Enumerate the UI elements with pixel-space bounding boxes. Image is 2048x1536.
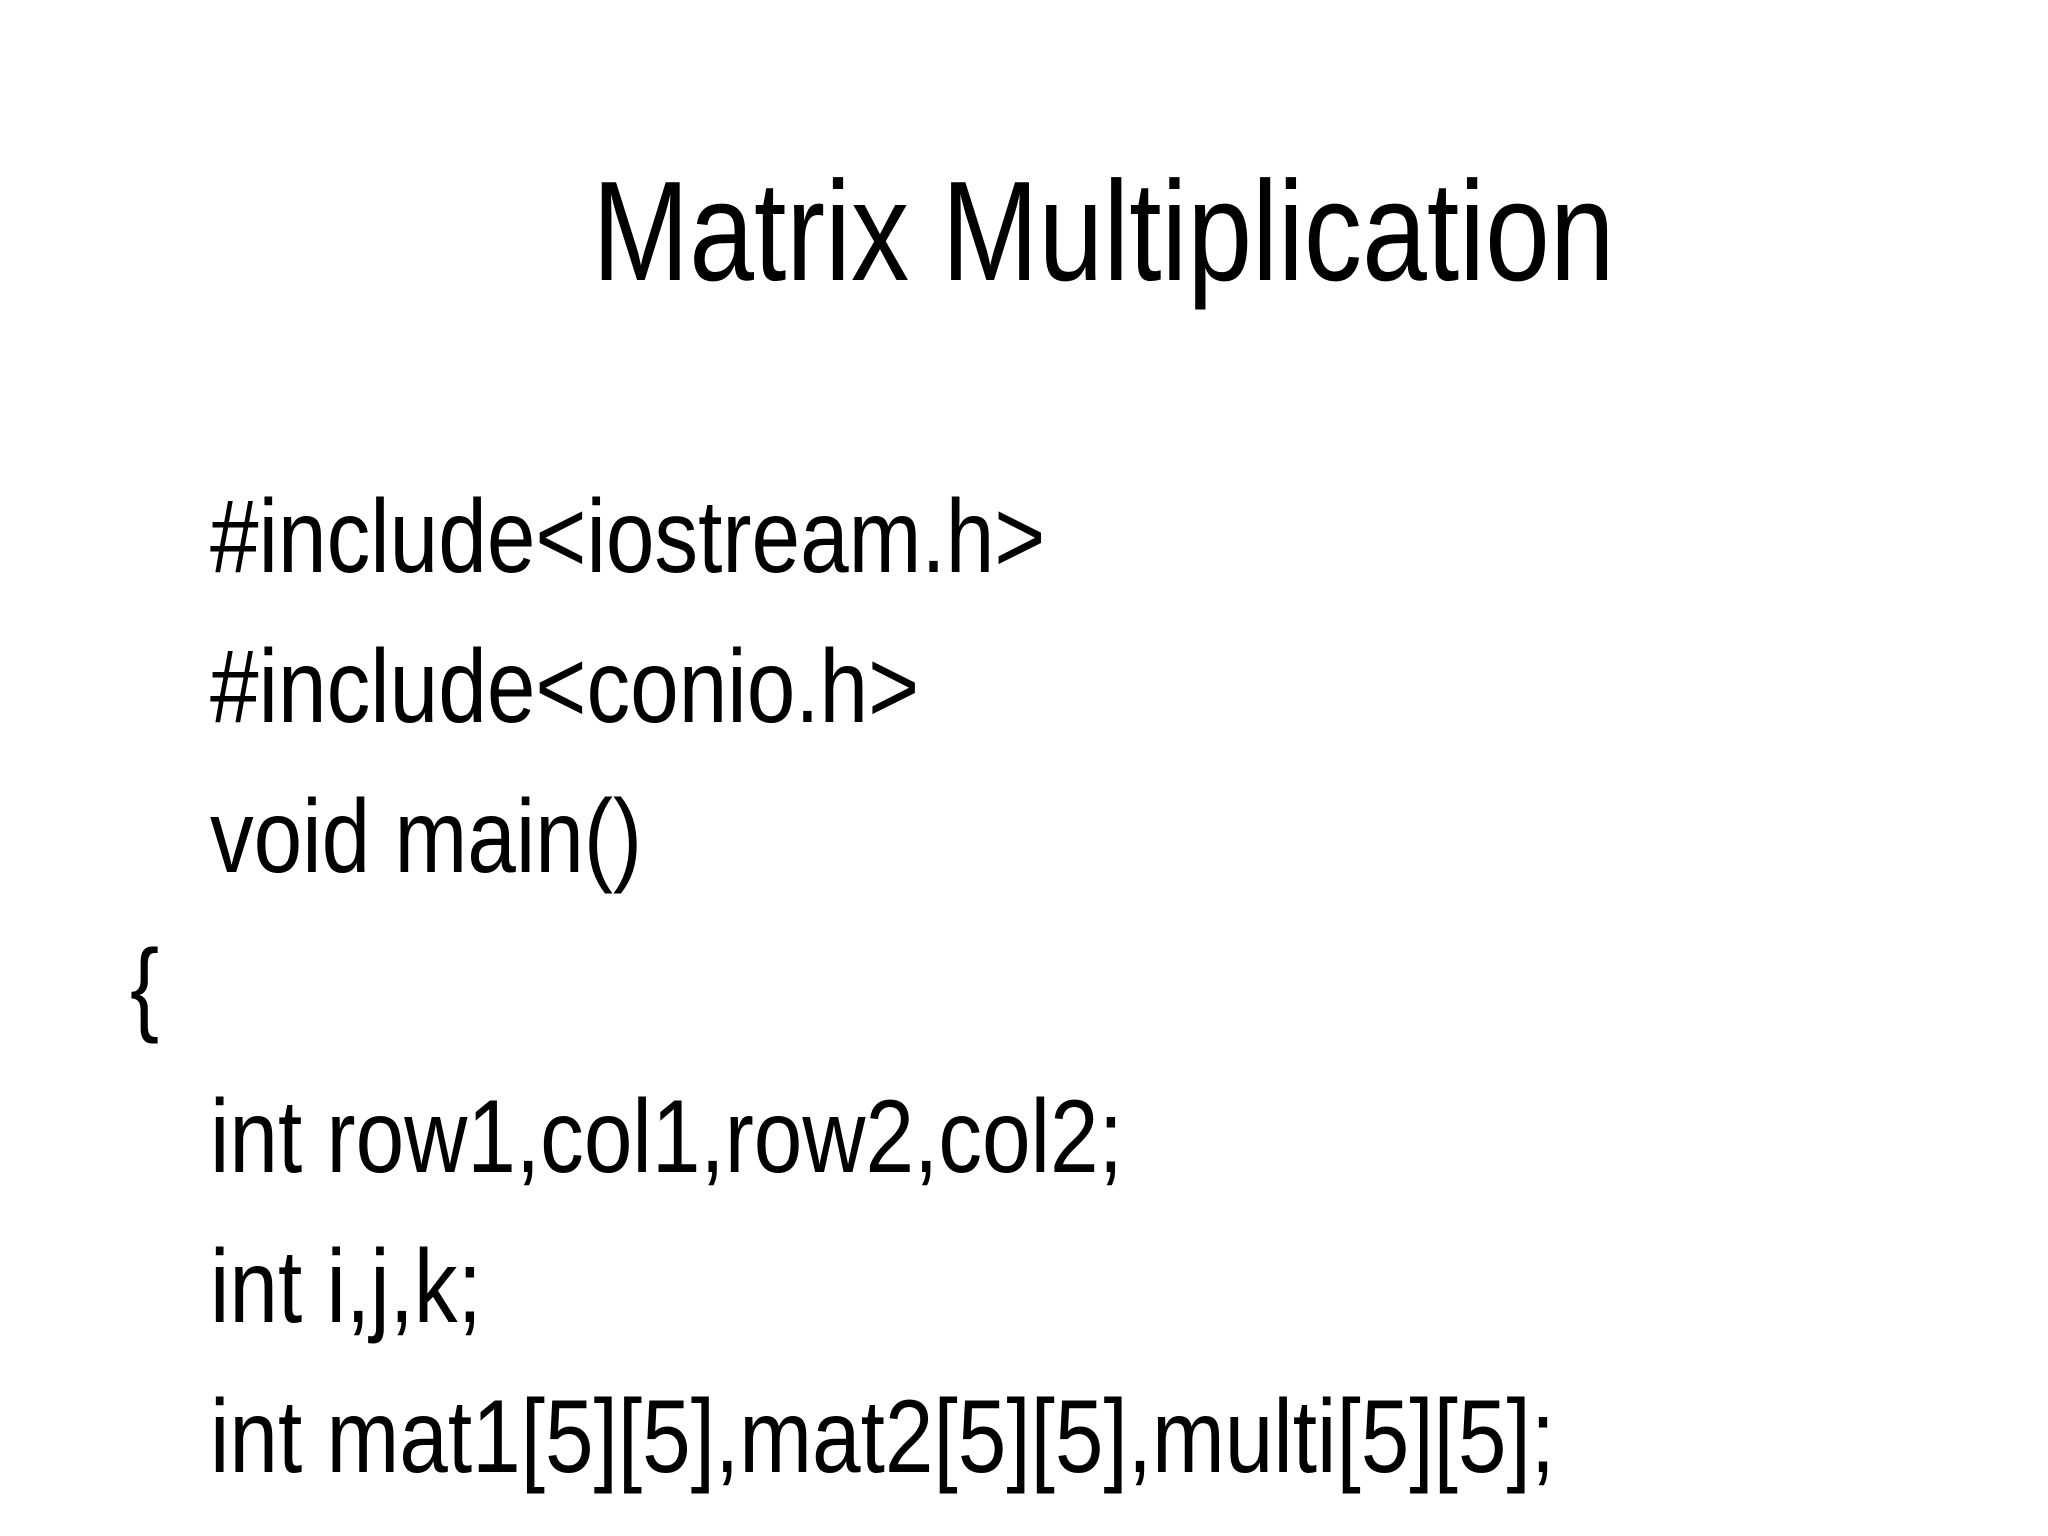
page-title-text: Matrix Multiplication (591, 152, 1615, 311)
code-line: #include<conio.h> (210, 629, 920, 745)
code-line: void main() (210, 779, 643, 895)
code-line: #include<iostream.h> (210, 479, 1046, 595)
code-line: clrscr(); (0, 1512, 2048, 1536)
code-line: { (130, 929, 160, 1045)
code-block: #include<iostream.h> #include<conio.h> v… (0, 462, 2048, 1536)
code-line: int row1,col1,row2,col2; (210, 1079, 1123, 1195)
page-title: Matrix Multiplication (0, 22, 2048, 442)
code-line: int i,j,k; (210, 1229, 482, 1345)
code-line: int mat1[5][5],mat2[5][5],multi[5][5]; (210, 1379, 1555, 1495)
